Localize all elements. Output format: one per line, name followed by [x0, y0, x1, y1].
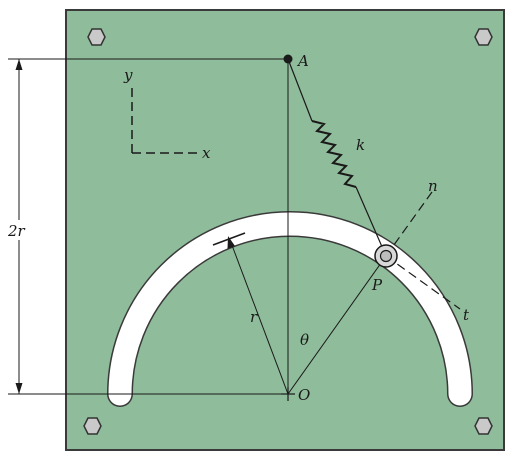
- radius-line: [229, 239, 289, 395]
- dimension-label-bg: [6, 220, 34, 240]
- label-k: k: [356, 136, 365, 154]
- radius-tick: [212, 232, 246, 246]
- hex-bolt-icon: [87, 28, 106, 46]
- label-n: n: [428, 177, 438, 195]
- label-t: t: [463, 306, 470, 324]
- label-theta: θ: [300, 331, 309, 349]
- hex-bolt-icon: [83, 417, 102, 435]
- spring-icon: [287, 58, 387, 257]
- hex-bolt-icon: [474, 28, 493, 46]
- pivot-pin-icon: [283, 54, 293, 64]
- label-x: x: [202, 144, 211, 162]
- line-OP: [287, 255, 387, 395]
- tangent-line-t: [385, 255, 461, 310]
- center-point-O: [281, 387, 295, 401]
- semicircular-slot: [108, 212, 472, 406]
- label-r: r: [250, 308, 258, 326]
- xy-axes: [131, 86, 198, 154]
- label-A: A: [296, 52, 309, 70]
- label-y: y: [123, 66, 133, 84]
- slider-collar-icon: [374, 244, 398, 268]
- label-P: P: [371, 276, 383, 294]
- label-O: O: [298, 386, 310, 404]
- label-2r: 2r: [7, 222, 26, 240]
- hex-bolt-icon: [474, 417, 493, 435]
